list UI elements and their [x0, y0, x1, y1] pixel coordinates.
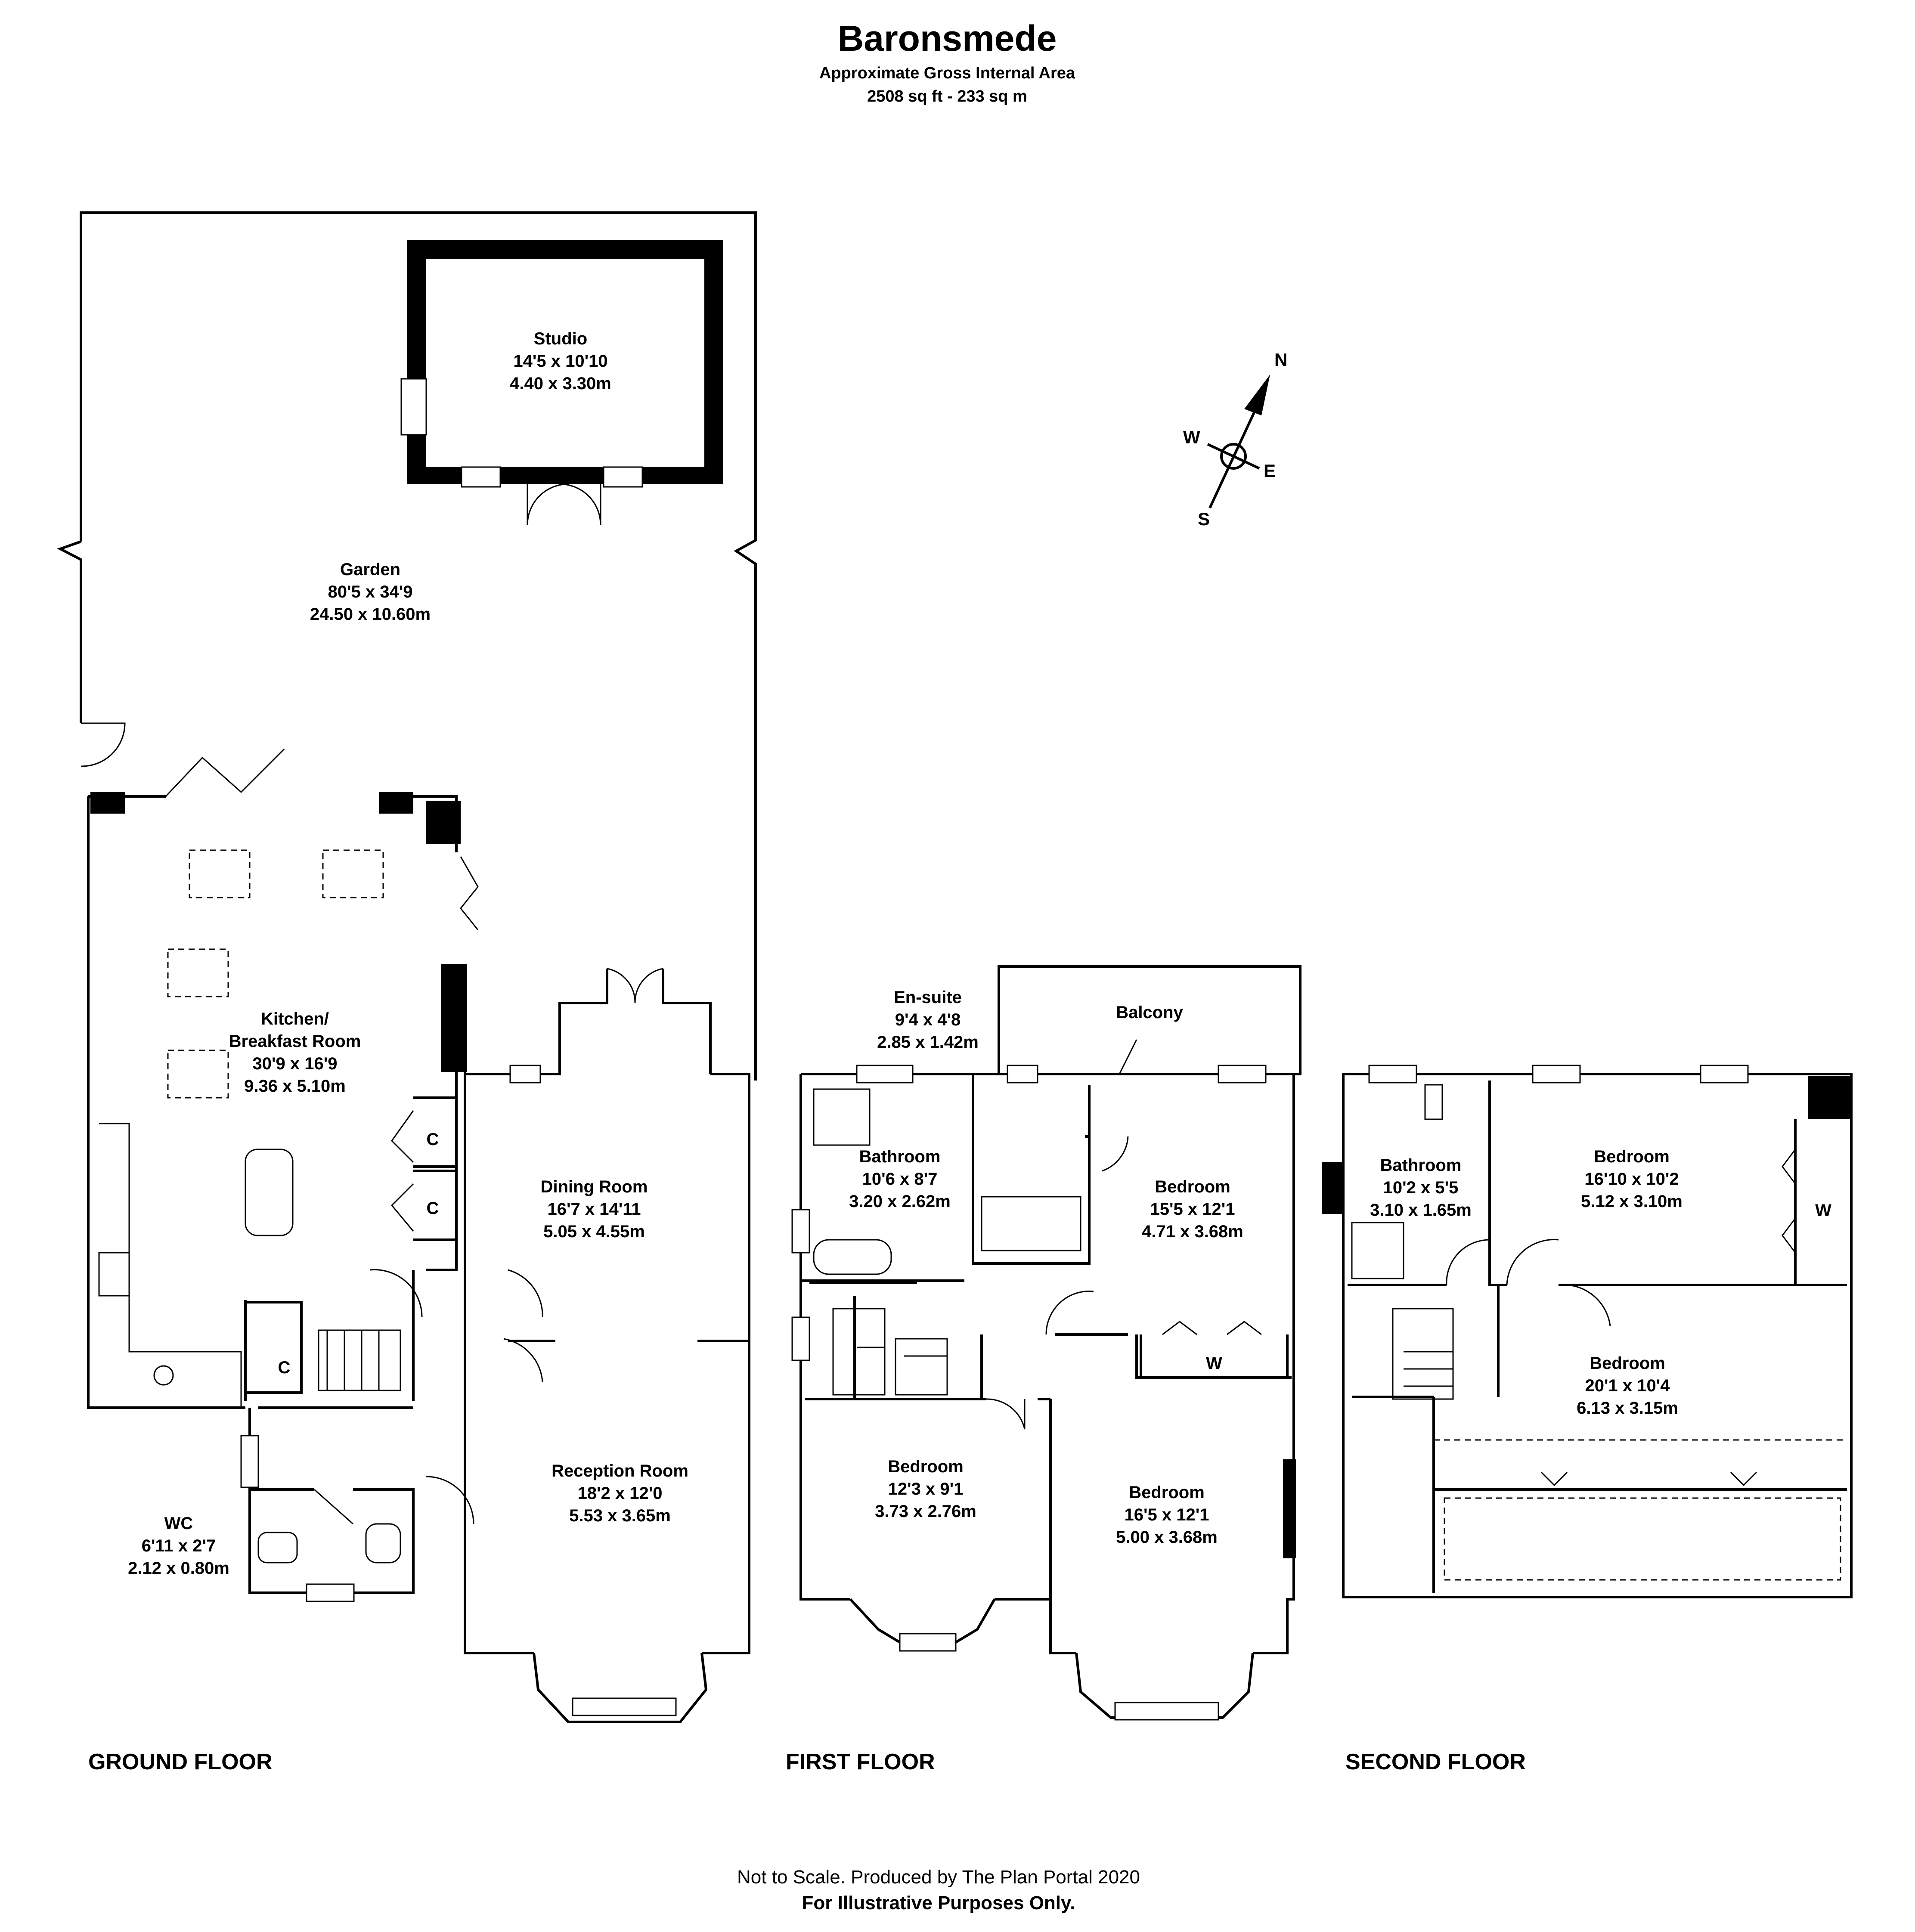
svg-text:9'4 x 4'8: 9'4 x 4'8: [895, 1010, 961, 1029]
svg-text:Garden: Garden: [340, 560, 400, 579]
balcony-outline: [998, 965, 1301, 1075]
stairs-ground: [318, 1329, 401, 1391]
compass-w: W: [1183, 427, 1200, 447]
compass-n: N: [1274, 350, 1287, 370]
room-label-reception: Reception Room 18'2 x 12'0 5.53 x 3.65m: [552, 1461, 688, 1525]
footer-note: Not to Scale. Produced by The Plan Porta…: [737, 1867, 1140, 1888]
svg-text:10'2 x 5'5: 10'2 x 5'5: [1383, 1178, 1459, 1197]
floor-label-first: FIRST FLOOR: [786, 1749, 935, 1774]
svg-text:2.85 x 1.42m: 2.85 x 1.42m: [877, 1033, 979, 1052]
svg-text:WC: WC: [164, 1514, 193, 1533]
svg-text:4.40 x 3.30m: 4.40 x 3.30m: [510, 374, 611, 393]
plan-subtitle: Approximate Gross Internal Area: [819, 64, 1075, 82]
room-label-ensuite: En-suite 9'4 x 4'8 2.85 x 1.42m: [877, 988, 979, 1052]
room-label-bedroom-second-1: Bedroom 16'10 x 10'2 5.12 x 3.10m: [1581, 1147, 1683, 1211]
svg-text:Bedroom: Bedroom: [1129, 1483, 1205, 1502]
svg-text:Reception Room: Reception Room: [552, 1461, 688, 1480]
svg-text:16'5 x 12'1: 16'5 x 12'1: [1125, 1505, 1209, 1524]
svg-text:En-suite: En-suite: [894, 988, 962, 1007]
cupboard-label: C: [278, 1358, 291, 1377]
svg-text:16'7 x 14'11: 16'7 x 14'11: [547, 1200, 641, 1219]
room-label-kitchen: Kitchen/ Breakfast Room 30'9 x 16'9 9.36…: [229, 1009, 361, 1096]
svg-text:80'5 x 34'9: 80'5 x 34'9: [328, 582, 413, 601]
first-floor-plan: [791, 965, 1301, 1721]
svg-text:4.71 x 3.68m: 4.71 x 3.68m: [1142, 1222, 1243, 1241]
svg-text:Kitchen/: Kitchen/: [261, 1009, 329, 1028]
cupboard-label: C: [427, 1130, 439, 1149]
svg-text:6.13 x 3.15m: 6.13 x 3.15m: [1577, 1399, 1678, 1418]
ground-floor-plan: [57, 211, 757, 1723]
cupboard-label: C: [427, 1199, 439, 1218]
svg-text:3.73 x 2.76m: 3.73 x 2.76m: [875, 1502, 976, 1521]
svg-text:10'6 x 8'7: 10'6 x 8'7: [862, 1170, 938, 1189]
svg-text:3.20 x 2.62m: 3.20 x 2.62m: [849, 1192, 951, 1211]
svg-text:12'3 x 9'1: 12'3 x 9'1: [888, 1480, 964, 1499]
svg-text:Breakfast Room: Breakfast Room: [229, 1032, 361, 1051]
room-label-balcony: Balcony: [1116, 1003, 1183, 1022]
second-floor-plan: [1322, 1065, 1853, 1598]
wardrobe-label: W: [1206, 1354, 1222, 1373]
room-label-dining: Dining Room 16'7 x 14'11 5.05 x 4.55m: [541, 1177, 648, 1241]
compass-e: E: [1264, 461, 1276, 481]
svg-text:20'1 x 10'4: 20'1 x 10'4: [1585, 1376, 1670, 1395]
svg-text:18'2 x 12'0: 18'2 x 12'0: [578, 1484, 663, 1503]
svg-text:9.36 x 5.10m: 9.36 x 5.10m: [244, 1077, 346, 1096]
floor-label-second: SECOND FLOOR: [1345, 1749, 1526, 1774]
room-label-bedroom-first-2: Bedroom 12'3 x 9'1 3.73 x 2.76m: [875, 1457, 976, 1521]
svg-text:5.53 x 3.65m: 5.53 x 3.65m: [569, 1506, 671, 1525]
second-floor-walls: [1342, 1073, 1853, 1598]
svg-text:Bedroom: Bedroom: [1155, 1177, 1230, 1196]
compass-s: S: [1198, 509, 1210, 529]
svg-text:Bedroom: Bedroom: [888, 1457, 964, 1476]
garden-boundary: [57, 211, 757, 1081]
first-floor-walls: [799, 1073, 1295, 1654]
room-label-bedroom-second-2: Bedroom 20'1 x 10'4 6.13 x 3.15m: [1577, 1354, 1678, 1418]
svg-text:15'5 x 12'1: 15'5 x 12'1: [1150, 1200, 1235, 1219]
svg-text:Bathroom: Bathroom: [859, 1147, 941, 1166]
room-label-bathroom-first: Bathroom 10'6 x 8'7 3.20 x 2.62m: [849, 1147, 951, 1211]
svg-text:Bedroom: Bedroom: [1594, 1147, 1670, 1166]
footer-disclaimer: For Illustrative Purposes Only.: [802, 1892, 1075, 1913]
svg-text:Bathroom: Bathroom: [1380, 1156, 1462, 1175]
compass-icon: N W E S: [1183, 350, 1287, 529]
svg-text:Studio: Studio: [534, 329, 587, 348]
room-label-wc: WC 6'11 x 2'7 2.12 x 0.80m: [128, 1514, 229, 1578]
plan-title: Baronsmede: [838, 18, 1057, 59]
svg-text:Dining Room: Dining Room: [541, 1177, 648, 1196]
svg-text:16'10 x 10'2: 16'10 x 10'2: [1584, 1170, 1679, 1189]
plan-area: 2508 sq ft - 233 sq m: [867, 87, 1027, 105]
svg-text:6'11 x 2'7: 6'11 x 2'7: [142, 1536, 216, 1555]
wardrobe-label: W: [1815, 1201, 1831, 1220]
stairs-second: [1392, 1308, 1454, 1400]
stairs-first: [832, 1308, 948, 1396]
room-label-bedroom-first-1: Bedroom 15'5 x 12'1 4.71 x 3.68m: [1142, 1177, 1243, 1241]
room-label-bathroom-second: Bathroom 10'2 x 5'5 3.10 x 1.65m: [1370, 1156, 1472, 1220]
room-label-bedroom-first-3: Bedroom 16'5 x 12'1 5.00 x 3.68m: [1116, 1483, 1218, 1547]
wc-walls: [248, 1408, 415, 1594]
svg-text:30'9 x 16'9: 30'9 x 16'9: [253, 1054, 338, 1073]
svg-text:Bedroom: Bedroom: [1590, 1354, 1665, 1373]
svg-text:5.05 x 4.55m: 5.05 x 4.55m: [543, 1222, 645, 1241]
svg-text:5.00 x 3.68m: 5.00 x 3.68m: [1116, 1528, 1218, 1547]
svg-text:24.50 x 10.60m: 24.50 x 10.60m: [310, 605, 431, 624]
svg-text:14'5 x 10'10: 14'5 x 10'10: [513, 352, 607, 371]
room-label-garden: Garden 80'5 x 34'9 24.50 x 10.60m: [310, 560, 431, 624]
svg-text:5.12 x 3.10m: 5.12 x 3.10m: [1581, 1192, 1683, 1211]
svg-text:2.12 x 0.80m: 2.12 x 0.80m: [128, 1559, 229, 1578]
floor-label-ground: GROUND FLOOR: [88, 1749, 273, 1774]
room-label-studio: Studio 14'5 x 10'10 4.40 x 3.30m: [510, 329, 611, 393]
svg-text:3.10 x 1.65m: 3.10 x 1.65m: [1370, 1201, 1472, 1220]
